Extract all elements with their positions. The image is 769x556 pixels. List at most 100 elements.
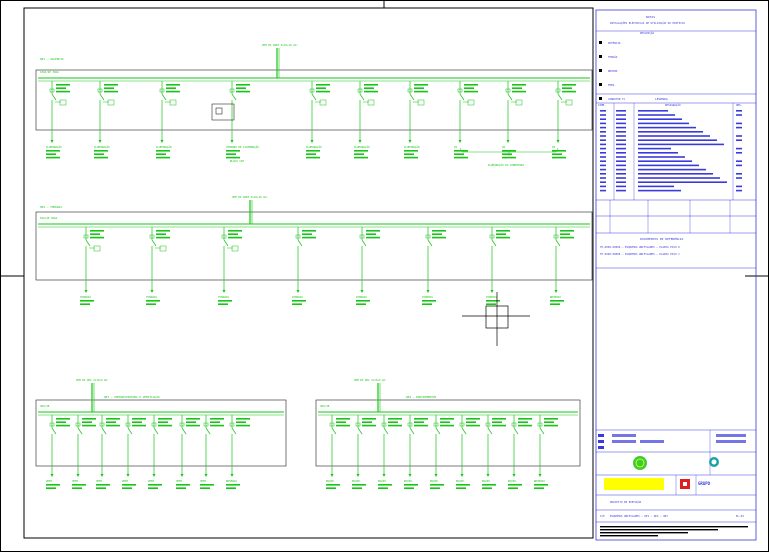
circuit-arrow	[356, 474, 360, 477]
label-line	[552, 156, 566, 159]
label-line	[236, 90, 250, 93]
legend-designation	[638, 173, 713, 175]
breaker-symbol	[149, 234, 155, 239]
crosshair-mark	[462, 292, 530, 346]
panel-title: QE1 — VALÊNCIA	[40, 56, 64, 61]
label-line	[146, 303, 156, 305]
circuit-2: TOMADAS	[146, 227, 170, 305]
label-line	[326, 484, 340, 486]
circuit-4: VENT.	[122, 415, 146, 489]
title-block-frame	[595, 9, 757, 541]
contactor-symbol	[467, 99, 475, 106]
circuit-arrow	[408, 140, 412, 143]
label-line	[80, 303, 90, 305]
drawing-frame	[23, 7, 594, 539]
label-line	[176, 487, 186, 489]
panel-enclosure	[35, 211, 593, 281]
breaker-symbol	[381, 422, 387, 427]
contactor-symbol	[515, 99, 523, 106]
legend-symbol	[600, 173, 606, 175]
circuit-label: ILUMINAÇÃO	[306, 144, 322, 149]
circuit-4: COMANDO DE ILUMINAÇÃO	[226, 81, 259, 159]
label-line	[492, 421, 502, 423]
label-line	[552, 150, 566, 152]
company-line: INSTALAÇÕES ELÉCTRICAS DE UTILIZAÇÃO DO …	[610, 20, 685, 25]
breaker-symbol	[151, 422, 157, 427]
legend-code	[616, 185, 626, 188]
label-line	[560, 236, 574, 239]
legend-obs	[736, 122, 742, 125]
label-line	[560, 233, 570, 235]
circuit-4: EQUIP.	[404, 415, 428, 489]
circuit-9: RESERVA	[534, 415, 558, 489]
circuit-arrow	[50, 474, 54, 477]
note-item: NEUTRO	[608, 69, 618, 73]
label-line	[156, 150, 170, 152]
breaker-symbol	[295, 234, 301, 239]
label-line	[430, 487, 440, 489]
label-line	[366, 230, 380, 232]
legend-title: LEGENDA	[655, 97, 668, 101]
label-line	[156, 236, 170, 239]
legend-code	[616, 177, 626, 179]
breaker-symbol	[359, 234, 365, 239]
legend-symbol	[600, 114, 606, 116]
label-line	[534, 487, 544, 489]
label-line	[492, 418, 506, 420]
legend-symbol	[600, 168, 606, 171]
legend-code	[616, 122, 626, 125]
circuit-label: RESERVA	[534, 479, 545, 483]
circuit-label: RESERVA	[550, 295, 561, 299]
legend-designation	[638, 143, 724, 146]
label-line	[186, 421, 196, 423]
label-line	[354, 150, 368, 152]
label-line	[364, 90, 378, 93]
circuit-8: EQUIP.	[508, 415, 532, 489]
legend-symbol	[600, 164, 606, 167]
label-line	[236, 421, 246, 423]
label-line	[502, 153, 512, 155]
label-line	[388, 424, 402, 427]
circuit-6: VENT.	[176, 415, 200, 489]
label-line	[560, 230, 574, 232]
legend-symbol	[600, 110, 606, 112]
circuit-3: VENT.	[96, 415, 120, 489]
label-line	[226, 153, 236, 155]
legend-designation	[638, 152, 678, 154]
circuit-arrow	[460, 474, 464, 477]
label-line	[156, 230, 170, 232]
label-line	[90, 233, 100, 235]
circuit-arrow	[434, 474, 438, 477]
circuit-label: COMANDO DE ILUMINAÇÃO	[226, 144, 259, 149]
label-line	[56, 87, 66, 89]
circuit-3: ILUMINAÇÃO	[156, 81, 180, 159]
label-line	[414, 418, 428, 420]
label-line	[132, 424, 146, 427]
legend-obs	[736, 173, 742, 175]
note-bullet	[599, 69, 602, 72]
circuit-arrow	[50, 140, 54, 143]
label-line	[414, 421, 424, 423]
label-line	[362, 421, 372, 423]
label-line	[104, 90, 118, 93]
circuit-arrow	[426, 290, 430, 293]
circuit-2: ILUMINAÇÃO	[94, 81, 118, 159]
legend-symbol	[600, 185, 606, 188]
circuit-label: VENT.	[122, 479, 130, 483]
label-line	[82, 418, 96, 420]
legend-code	[616, 189, 626, 192]
label-line	[218, 300, 232, 302]
label-line	[550, 300, 564, 302]
panel-title: QE3 — INFRAESTRUTURA E VENTILAÇÃO	[104, 394, 160, 399]
circuit-label: VENT.	[176, 479, 184, 483]
label-line	[512, 90, 526, 93]
label-line	[302, 233, 312, 235]
circuit-label: TOMADAS	[422, 295, 433, 299]
legend-rows	[600, 110, 742, 192]
circuit-label: Q3	[552, 145, 556, 149]
circuit-arrow	[84, 290, 88, 293]
label-line	[218, 303, 228, 305]
legend-symbol	[600, 152, 606, 154]
label-line	[56, 421, 66, 423]
label-line	[464, 87, 474, 89]
